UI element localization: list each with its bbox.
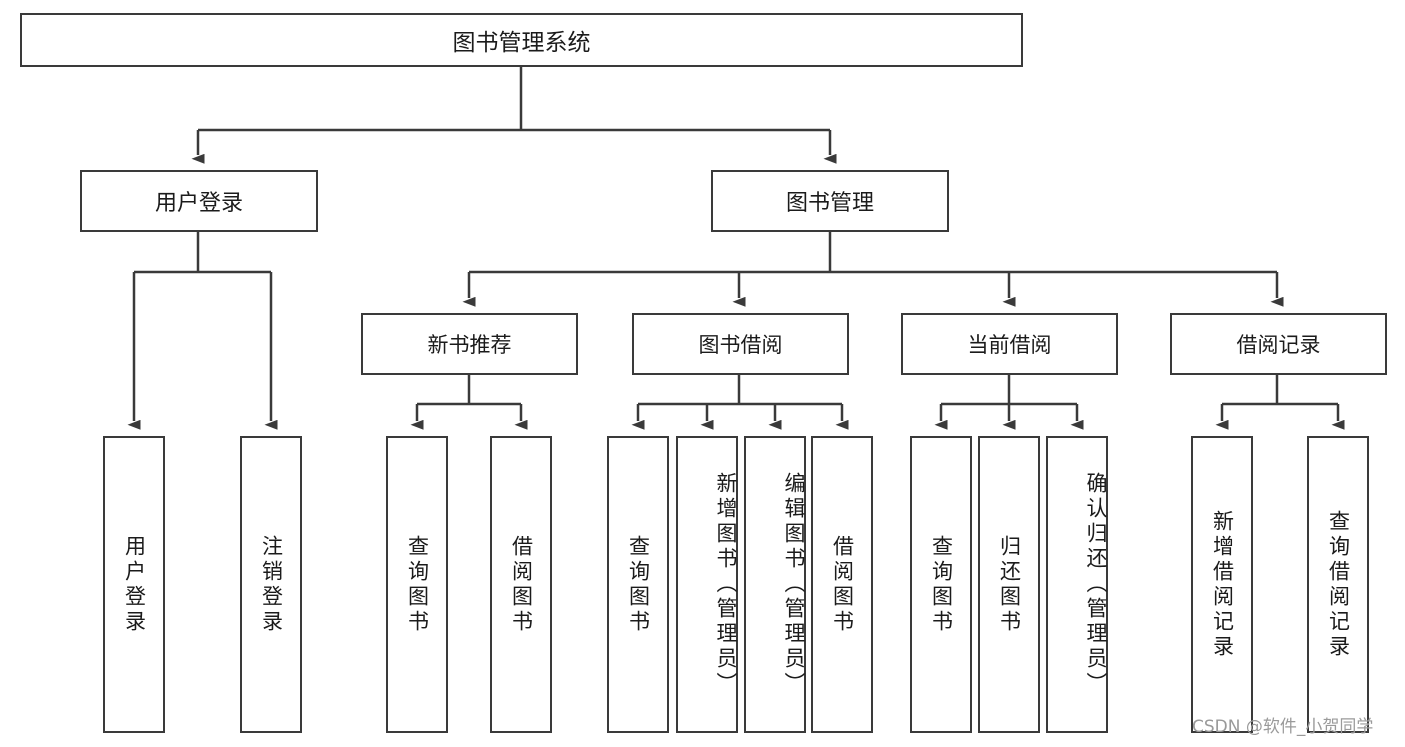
node-borrow-record[interactable]: 借阅记录 bbox=[1170, 313, 1387, 375]
node-book-borrow[interactable]: 图书借阅 bbox=[632, 313, 849, 375]
node-leaf-query-book-2-label: 查询图书 bbox=[626, 534, 651, 635]
node-current-borrow-label: 当前借阅 bbox=[967, 333, 1052, 357]
node-root[interactable]: 图书管理系统 bbox=[20, 13, 1023, 67]
node-leaf-add-record[interactable]: 新增借阅记录 bbox=[1191, 436, 1253, 733]
node-leaf-borrow-book-1-label: 借阅图书 bbox=[509, 534, 534, 635]
node-leaf-return-book[interactable]: 归还图书 bbox=[978, 436, 1040, 733]
node-leaf-query-book-1[interactable]: 查询图书 bbox=[386, 436, 448, 733]
node-leaf-add-book-label: 新增图书（管理员） bbox=[714, 472, 738, 697]
node-leaf-add-record-label: 新增借阅记录 bbox=[1210, 509, 1235, 660]
node-new-book-recommend-label: 新书推荐 bbox=[427, 333, 512, 357]
node-leaf-user-login[interactable]: 用户登录 bbox=[103, 436, 165, 733]
node-root-label: 图书管理系统 bbox=[452, 30, 591, 56]
node-leaf-borrow-book-2-label: 借阅图书 bbox=[830, 534, 855, 635]
node-leaf-query-record-label: 查询借阅记录 bbox=[1326, 509, 1351, 660]
node-leaf-user-login-label: 用户登录 bbox=[122, 534, 147, 635]
node-leaf-borrow-book-2[interactable]: 借阅图书 bbox=[811, 436, 873, 733]
node-leaf-confirm-return-label: 确认归还（管理员） bbox=[1084, 472, 1108, 697]
node-leaf-query-record[interactable]: 查询借阅记录 bbox=[1307, 436, 1369, 733]
node-new-book-recommend[interactable]: 新书推荐 bbox=[361, 313, 578, 375]
node-leaf-borrow-book-1[interactable]: 借阅图书 bbox=[490, 436, 552, 733]
csdn-watermark: CSDN @软件_小贺同学 bbox=[1192, 717, 1374, 737]
node-leaf-add-book[interactable]: 新增图书（管理员） bbox=[676, 436, 738, 733]
node-book-manage-label: 图书管理 bbox=[785, 191, 874, 216]
node-user-login-label: 用户登录 bbox=[154, 191, 243, 216]
node-current-borrow[interactable]: 当前借阅 bbox=[901, 313, 1118, 375]
node-user-login[interactable]: 用户登录 bbox=[80, 170, 318, 232]
node-leaf-edit-book[interactable]: 编辑图书（管理员） bbox=[744, 436, 806, 733]
node-leaf-query-book-3[interactable]: 查询图书 bbox=[910, 436, 972, 733]
node-leaf-edit-book-label: 编辑图书（管理员） bbox=[782, 472, 806, 697]
node-leaf-query-book-1-label: 查询图书 bbox=[405, 534, 430, 635]
node-leaf-logout[interactable]: 注销登录 bbox=[240, 436, 302, 733]
node-book-manage[interactable]: 图书管理 bbox=[711, 170, 949, 232]
node-leaf-logout-label: 注销登录 bbox=[259, 534, 284, 635]
node-leaf-confirm-return[interactable]: 确认归还（管理员） bbox=[1046, 436, 1108, 733]
node-leaf-query-book-2[interactable]: 查询图书 bbox=[607, 436, 669, 733]
node-leaf-return-book-label: 归还图书 bbox=[997, 534, 1022, 635]
node-leaf-query-book-3-label: 查询图书 bbox=[929, 534, 954, 635]
node-book-borrow-label: 图书借阅 bbox=[698, 333, 783, 357]
node-borrow-record-label: 借阅记录 bbox=[1236, 333, 1321, 357]
